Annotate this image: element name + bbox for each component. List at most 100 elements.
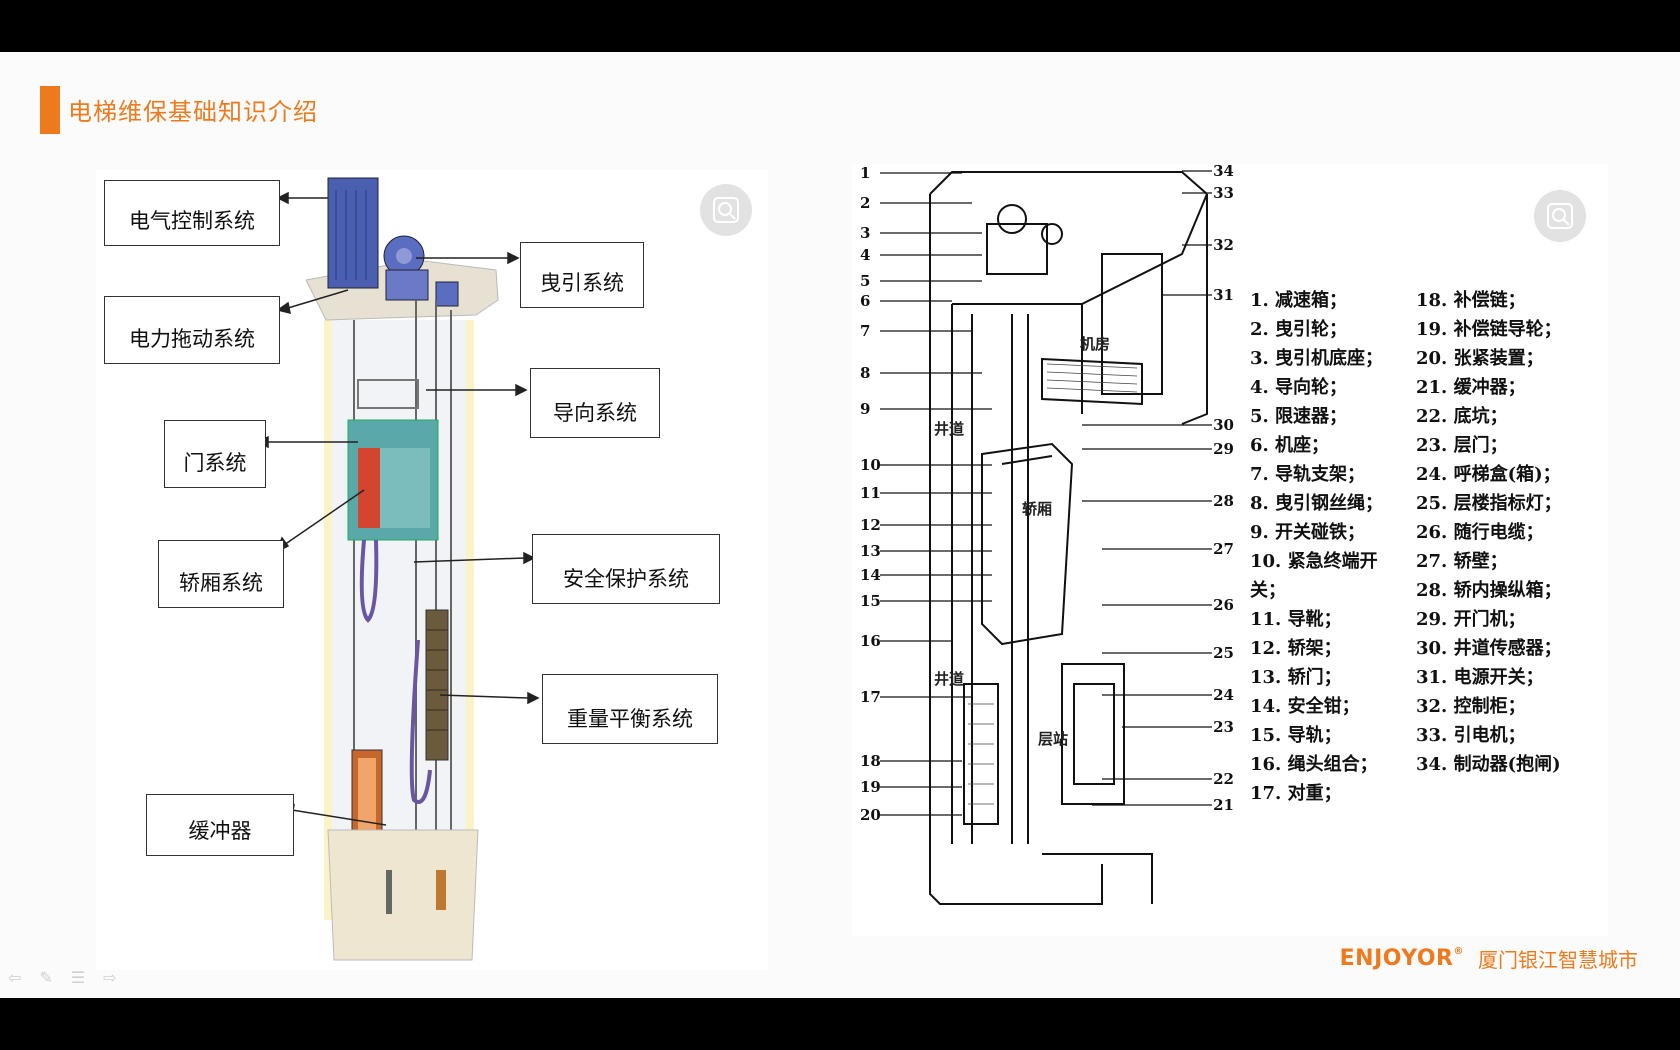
legend-item: 1. 减速箱；	[1250, 290, 1348, 311]
legend-column-1: 1. 减速箱； 2. 曳引轮； 3. 曳引机底座； 4. 导向轮； 5. 限速器…	[1250, 286, 1400, 808]
zoom-button-right[interactable]	[1534, 190, 1586, 242]
callout-number: 32	[1213, 236, 1234, 254]
legend-item: 6. 机座；	[1250, 435, 1330, 456]
callout-number: 23	[1213, 718, 1234, 736]
legend-item: 10. 紧急终端开关；	[1250, 551, 1378, 601]
legend-item: 17. 对重；	[1250, 783, 1342, 804]
legend-item: 19. 补偿链导轮；	[1416, 319, 1562, 340]
legend-item: 5. 限速器；	[1250, 406, 1348, 427]
diagram-label-shaft-top: 井道	[934, 420, 964, 438]
legend-item: 31. 电源开关；	[1416, 667, 1544, 688]
legend-item: 7. 导轨支架；	[1250, 464, 1366, 485]
callout-number: 33	[1213, 184, 1234, 202]
diagram-label-car: 轿厢	[1022, 500, 1052, 518]
callout-number: 24	[1213, 686, 1234, 704]
legend-item: 8. 曳引钢丝绳；	[1250, 493, 1384, 514]
label-door: 门系统	[164, 420, 266, 488]
callout-number: 25	[1213, 644, 1234, 662]
legend-item: 25. 层楼指标灯；	[1416, 493, 1562, 514]
callout-number: 22	[1213, 770, 1234, 788]
legend-item: 22. 底坑；	[1416, 406, 1508, 427]
legend-column-2: 18. 补偿链； 19. 补偿链导轮； 20. 张紧装置； 21. 缓冲器； 2…	[1416, 286, 1566, 779]
brand-name: ENJOYOR	[1339, 946, 1454, 971]
callout-number: 2	[860, 194, 870, 212]
diagram-label-shaft-bottom: 井道	[934, 670, 964, 688]
callout-number: 26	[1213, 596, 1234, 614]
callout-number: 4	[860, 246, 870, 264]
callout-number: 19	[860, 778, 881, 796]
menu-icon[interactable]: ☰	[70, 968, 86, 987]
title-accent-bar	[40, 86, 60, 134]
callout-number: 11	[860, 484, 881, 502]
legend-item: 33. 引电机；	[1416, 725, 1526, 746]
slide-canvas: 电梯维保基础知识介绍	[0, 52, 1680, 998]
label-guidance: 导向系统	[530, 368, 660, 438]
callout-number: 5	[860, 272, 870, 290]
slideshow-controls: ⇦ ✎ ☰ ⇨	[8, 968, 117, 987]
legend-item: 30. 井道传感器；	[1416, 638, 1562, 659]
legend-item: 34. 制动器(抱闸)	[1416, 754, 1561, 775]
label-weight-balance: 重量平衡系统	[542, 674, 718, 744]
legend-item: 18. 补偿链；	[1416, 290, 1526, 311]
zoom-magnifier-icon	[713, 197, 739, 223]
legend-item: 20. 张紧装置；	[1416, 348, 1544, 369]
callout-number: 15	[860, 592, 881, 610]
legend-item: 32. 控制柜；	[1416, 696, 1526, 717]
legend-item: 13. 轿门；	[1250, 667, 1342, 688]
legend-item: 4. 导向轮；	[1250, 377, 1348, 398]
elevator-illustration	[256, 177, 540, 961]
legend-item: 29. 开门机；	[1416, 609, 1526, 630]
legend-item: 24. 呼梯盒(箱)；	[1416, 464, 1561, 485]
label-buffer: 缓冲器	[146, 794, 294, 856]
label-safety: 安全保护系统	[532, 534, 720, 604]
callout-number: 7	[860, 322, 870, 340]
zoom-magnifier-icon	[1547, 203, 1573, 229]
callout-number: 30	[1213, 416, 1234, 434]
callout-number: 13	[860, 542, 881, 560]
zoom-button-left[interactable]	[700, 184, 752, 236]
callout-number: 21	[1213, 796, 1234, 814]
legend-item: 14. 安全钳；	[1250, 696, 1360, 717]
callout-number: 18	[860, 752, 881, 770]
label-electric-control: 电气控制系统	[104, 180, 280, 246]
legend-item: 27. 轿壁；	[1416, 551, 1508, 572]
legend-item: 26. 随行电缆；	[1416, 522, 1544, 543]
brand-logo: ENJOYOR®	[1340, 946, 1464, 971]
callout-number: 20	[860, 806, 881, 824]
callout-number: 31	[1213, 286, 1234, 304]
callout-number: 8	[860, 364, 870, 382]
callout-number: 16	[860, 632, 881, 650]
diagram-label-landing: 层站	[1038, 730, 1068, 748]
elevator-systems-figure: 电气控制系统 曳引系统 电力拖动系统 导向系统 门系统 轿厢系统 安全保护系统 …	[96, 170, 768, 970]
label-power-drive: 电力拖动系统	[104, 296, 280, 364]
label-traction: 曳引系统	[520, 242, 644, 308]
legend-item: 2. 曳引轮；	[1250, 319, 1348, 340]
callout-number: 27	[1213, 540, 1234, 558]
legend-item: 15. 导轨；	[1250, 725, 1342, 746]
registered-mark: ®	[1453, 946, 1464, 957]
elevator-line-diagram: 机房 井道 轿厢 井道 层站 1234567891011121314151617…	[860, 162, 1234, 905]
company-name: 厦门银江智慧城市	[1478, 948, 1638, 972]
footer-branding: ENJOYOR® 厦门银江智慧城市	[1340, 944, 1638, 973]
callout-number: 34	[1213, 164, 1234, 180]
legend-item: 28. 轿内操纵箱；	[1416, 580, 1562, 601]
legend-item: 16. 绳头组合；	[1250, 754, 1378, 775]
callout-number: 12	[860, 516, 881, 534]
next-slide-icon[interactable]: ⇨	[103, 968, 117, 987]
prev-slide-icon[interactable]: ⇦	[8, 968, 22, 987]
legend-item: 12. 轿架；	[1250, 638, 1342, 659]
diagram-label-machine-room: 机房	[1080, 335, 1110, 353]
legend-item: 9. 开关碰铁；	[1250, 522, 1366, 543]
slide-title: 电梯维保基础知识介绍	[68, 98, 318, 126]
callout-number: 28	[1213, 492, 1234, 510]
callout-number: 3	[860, 224, 870, 242]
callout-number: 9	[860, 400, 870, 418]
callout-number: 6	[860, 292, 870, 310]
legend-item: 11. 导靴；	[1250, 609, 1342, 630]
label-car: 轿厢系统	[158, 540, 284, 608]
pen-tool-icon[interactable]: ✎	[39, 968, 53, 987]
legend-item: 23. 层门；	[1416, 435, 1508, 456]
callout-number: 17	[860, 688, 881, 706]
callout-number: 1	[860, 164, 870, 182]
